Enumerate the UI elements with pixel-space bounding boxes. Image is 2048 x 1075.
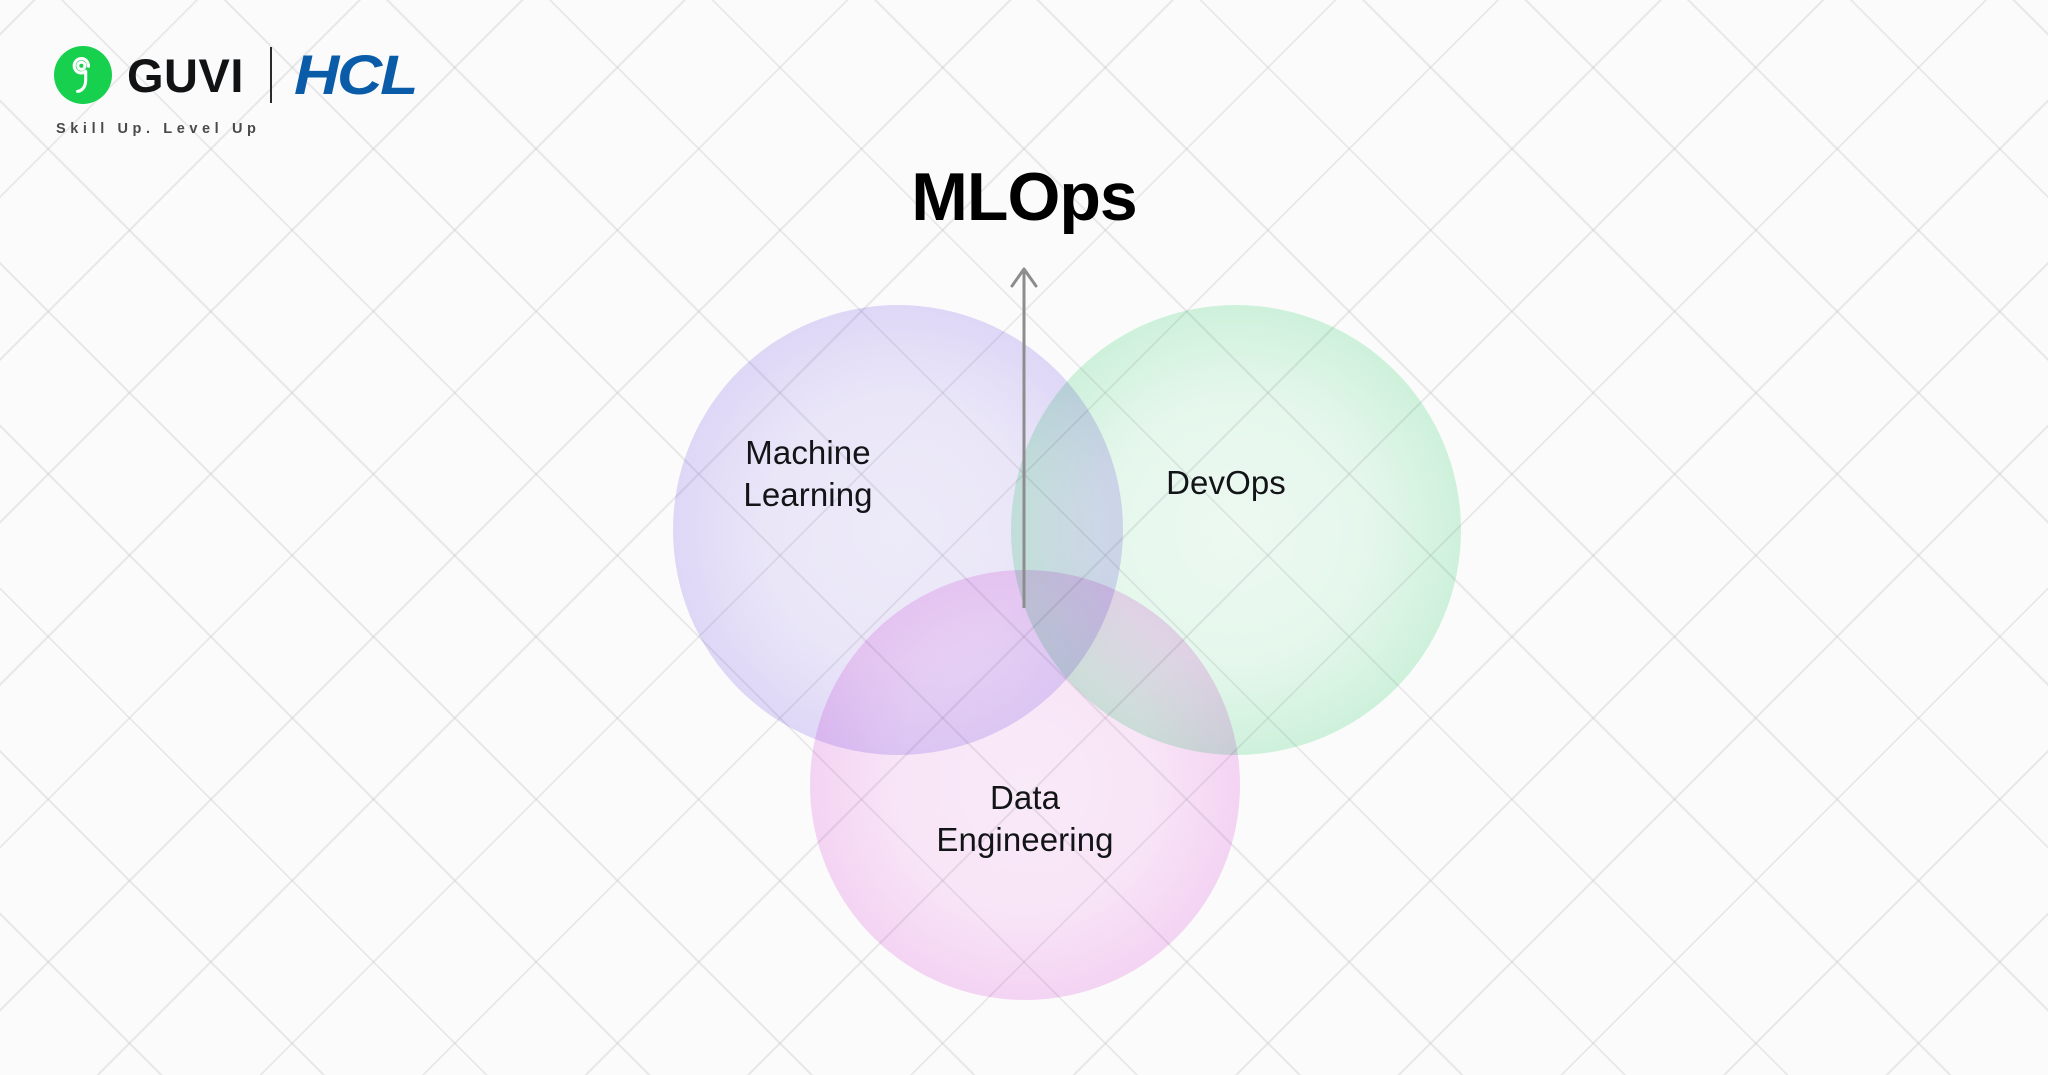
guvi-g-mark-icon	[54, 46, 112, 104]
hcl-wordmark: HCL	[293, 43, 418, 106]
guvi-wordmark: GUVI	[127, 48, 244, 102]
brand-tagline: Skill Up. Level Up	[56, 121, 261, 137]
venn-label-machine-learning: Machine Learning	[743, 434, 873, 513]
brand-header: GUVI HCL Skill Up. Level Up	[54, 46, 418, 137]
brand-divider	[269, 47, 272, 103]
venn-label-data-engineering: Data Engineering	[936, 779, 1114, 858]
venn-label-devops: DevOps	[1166, 464, 1286, 501]
guvi-brand-block: GUVI HCL Skill Up. Level Up	[54, 46, 418, 137]
page-title: MLOps	[911, 159, 1137, 235]
logo-row: GUVI HCL	[54, 46, 418, 104]
